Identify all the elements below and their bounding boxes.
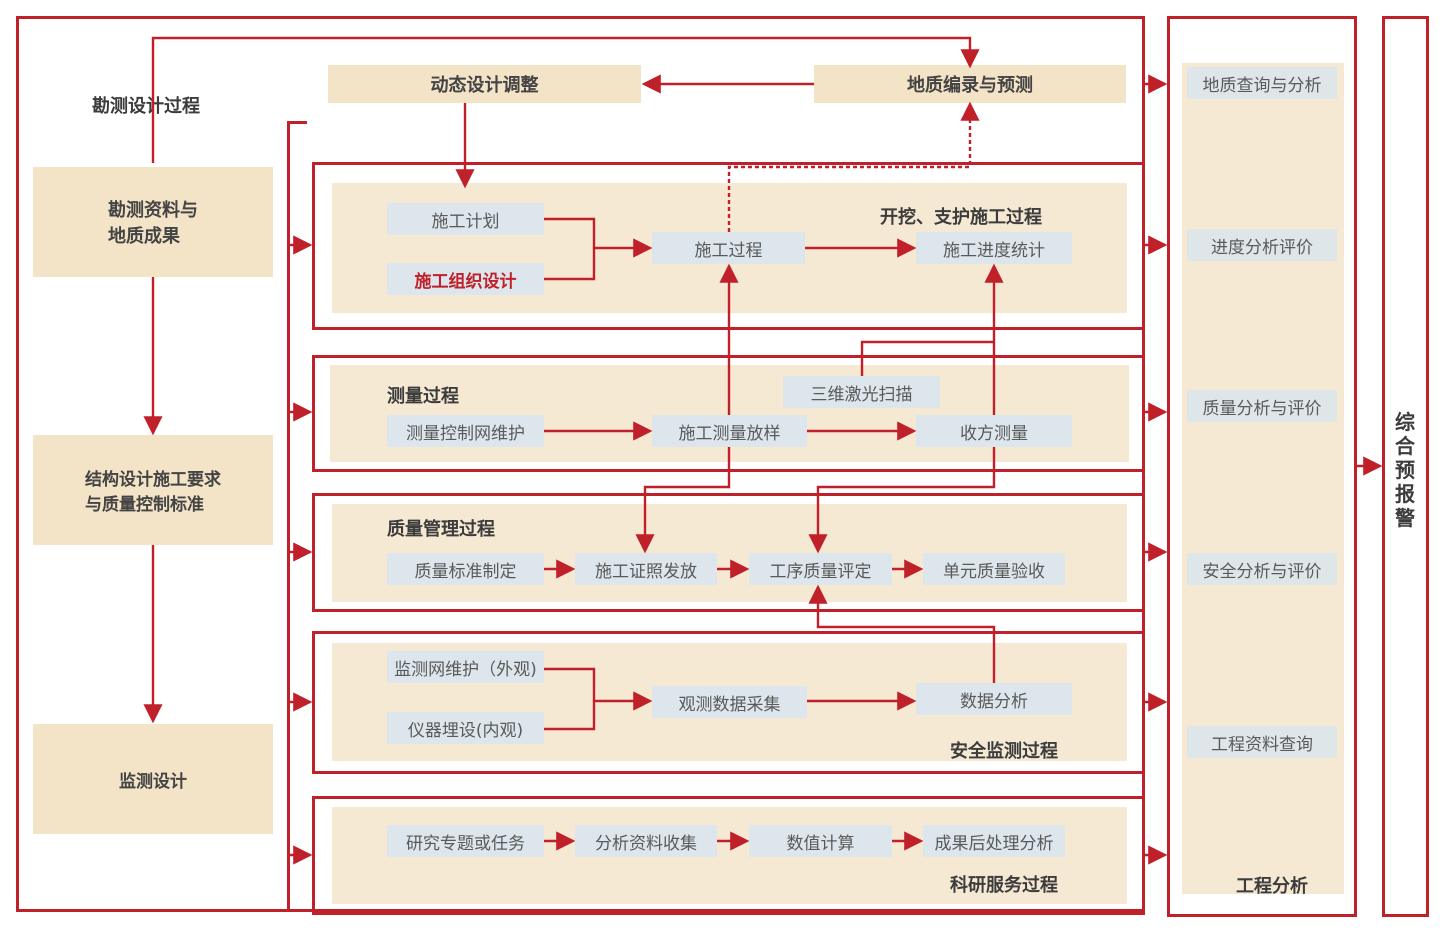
data-collect-node: 观测数据采集	[652, 686, 807, 718]
geology-box: 地质编录与预测	[814, 65, 1126, 103]
analysis-item-records: 工程资料查询	[1187, 726, 1337, 758]
survey-design-title: 勘测设计过程	[92, 96, 200, 117]
scan-to-progress-line	[860, 340, 994, 376]
data-analysis-node: 数据分析	[916, 683, 1072, 715]
geology-label: 地质编录与预测	[907, 75, 1033, 96]
laser-scan-node: 三维激光扫描	[783, 376, 940, 408]
safety-title: 安全监测过程	[950, 741, 1058, 762]
research-frame	[312, 796, 1145, 915]
research-title: 科研服务过程	[950, 875, 1058, 896]
monitor-net-node: 监测网维护（外观)	[387, 651, 544, 683]
main-process-frame	[287, 121, 307, 912]
plan-join-line	[544, 217, 596, 281]
analysis-item-geology: 地质查询与分析	[1187, 67, 1337, 99]
unit-accept-node: 单元质量验收	[923, 553, 1065, 585]
structure-design-label: 结构设计施工要求 与质量控制标准	[85, 470, 221, 515]
safety-join-line	[544, 667, 596, 731]
construction-progress-node: 施工进度统计	[916, 232, 1072, 264]
control-net-node: 测量控制网维护	[387, 415, 544, 447]
volume-node: 收方测量	[916, 415, 1072, 447]
analysis-item-safety: 安全分析与评价	[1187, 553, 1337, 585]
process-to-geology-dotted	[727, 101, 980, 232]
construction-title: 开挖、支护施工过程	[880, 207, 1042, 228]
survey-data-box: 勘测资料与 地质成果	[33, 167, 273, 277]
analysis-frame	[1167, 16, 1357, 917]
structure-design-box: 结构设计施工要求 与质量控制标准	[33, 435, 273, 545]
analysis-title: 工程分析	[1236, 876, 1308, 897]
survey-title: 测量过程	[387, 386, 459, 407]
monitoring-design-label: 监测设计	[119, 771, 187, 792]
dynamic-design-box: 动态设计调整	[328, 65, 641, 103]
warning-label: 综合预报警	[1395, 410, 1415, 530]
data-gather-node: 分析资料收集	[575, 825, 717, 857]
quality-frame	[312, 493, 1145, 612]
survey-to-geology-line	[151, 36, 980, 163]
volume-to-eval-line	[808, 447, 996, 554]
quality-standard-node: 质量标准制定	[387, 553, 544, 585]
construction-plan-node: 施工计划	[387, 203, 544, 235]
monitoring-design-box: 监测设计	[33, 724, 273, 834]
construction-process-node: 施工过程	[652, 232, 805, 264]
construction-org-node: 施工组织设计	[387, 263, 544, 295]
survey-data-label: 勘测资料与 地质成果	[108, 200, 198, 247]
safety-frame	[312, 631, 1145, 774]
permit-node: 施工证照发放	[575, 553, 717, 585]
quality-title: 质量管理过程	[387, 519, 495, 540]
layout-node: 施工测量放样	[652, 415, 807, 447]
process-eval-node: 工序质量评定	[749, 553, 892, 585]
dynamic-design-label: 动态设计调整	[430, 75, 539, 96]
analysis-item-progress: 进度分析评价	[1187, 229, 1337, 261]
numeric-calc-node: 数值计算	[749, 825, 892, 857]
analysis-item-quality: 质量分析与评价	[1187, 390, 1337, 422]
post-process-node: 成果后处理分析	[923, 825, 1065, 857]
analysis-to-eval-line	[808, 584, 996, 683]
warning-frame	[1382, 16, 1429, 917]
research-topic-node: 研究专题或任务	[387, 825, 544, 857]
instrument-node: 仪器埋设(内观)	[387, 712, 544, 744]
layout-to-permit-line	[635, 447, 731, 554]
